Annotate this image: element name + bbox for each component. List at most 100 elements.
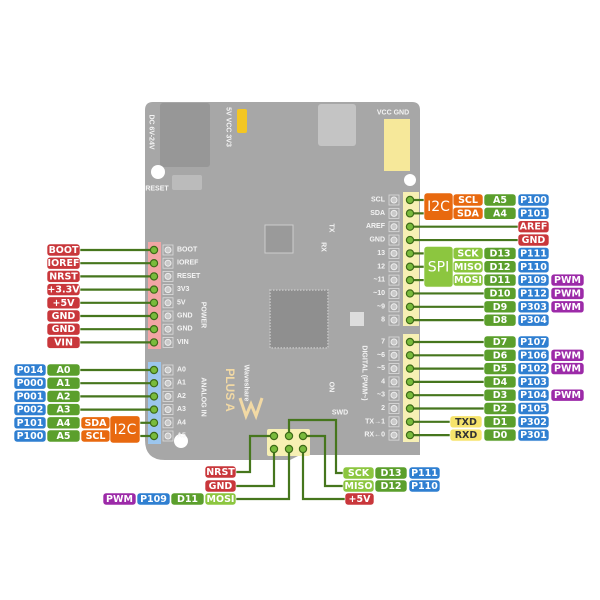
pin-hole — [164, 432, 172, 440]
icsp-pin-dot — [269, 431, 279, 441]
right-pin-dot — [405, 302, 415, 311]
icsp-miso-port-label: P110 — [408, 479, 441, 493]
icsp-gnd-label: GND — [204, 479, 237, 493]
pwm-label: PWM — [550, 348, 585, 362]
bus-group-label: SPI — [423, 246, 454, 288]
arduino-pin-label: A4 — [483, 207, 517, 220]
port-label: P109 — [517, 273, 550, 287]
icsp-mosi-arduino-label-bg — [170, 492, 205, 506]
pin-hole — [164, 392, 172, 400]
arduino-pin-label: A5 — [483, 193, 517, 207]
pin-pad — [162, 257, 174, 269]
arduino-pin-label-text: D5 — [493, 364, 508, 375]
port-label-text: P105 — [520, 404, 547, 415]
arduino-pin-label-text: D3 — [493, 390, 508, 401]
port-label-text: P000 — [17, 378, 44, 389]
icsp-gnd-label-text: GND — [209, 481, 233, 492]
arduino-pin-label-bg — [483, 335, 517, 349]
arduino-pin-label-bg — [483, 273, 517, 287]
icsp-miso-arduino-label: D12 — [374, 479, 408, 493]
port-label: P014 — [13, 363, 47, 377]
pwm-label-bg — [550, 348, 585, 362]
icsp-gnd-label-bg — [204, 479, 237, 493]
pwm-label-bg — [550, 388, 585, 402]
uart-label: TXD — [449, 415, 483, 429]
pin-pad — [388, 194, 400, 206]
on-label: ON — [328, 382, 335, 393]
icsp-miso-port-label-bg — [408, 479, 441, 493]
power-label-bg — [46, 309, 81, 323]
right-pin-dot — [405, 404, 415, 413]
arduino-pin-label: A1 — [46, 376, 81, 390]
port-label: P103 — [517, 375, 550, 389]
digital-pin-silk: ~6 — [377, 352, 385, 359]
port-label-bg — [517, 348, 550, 362]
bus-group-label-bg — [423, 192, 454, 221]
pin-hole — [390, 236, 398, 244]
pin-pad — [388, 336, 400, 348]
icsp-pin-dot — [298, 444, 308, 454]
pin-pad — [162, 297, 174, 309]
icsp-sck-label: SCK — [342, 466, 375, 480]
uart-label-bg — [449, 428, 483, 442]
right-pin-dot — [405, 249, 415, 258]
port-label: P107 — [517, 335, 550, 349]
bus-group-label-bg — [109, 415, 141, 444]
pin-hole — [390, 303, 398, 311]
arduino-pin-label-text: D9 — [493, 302, 508, 313]
icsp-mosi-pwm-label-text: PWM — [106, 494, 133, 505]
port-label-bg — [517, 247, 550, 260]
right-pin-dot — [405, 289, 415, 298]
right-pin-dot — [405, 417, 415, 426]
pin-hole — [164, 406, 172, 414]
arduino-pin-label-text: D6 — [493, 350, 508, 361]
pwm-label-text: PWM — [554, 302, 581, 313]
pin-pad — [162, 336, 174, 348]
power-label-bg — [517, 233, 550, 247]
port-label: P101 — [13, 416, 47, 430]
port-label: P112 — [517, 287, 550, 300]
port-label: P002 — [13, 403, 47, 416]
power-pin-silk: VIN — [177, 339, 189, 346]
icsp-miso-label-text: MISO — [345, 481, 373, 492]
power-label-text: GND — [52, 324, 76, 335]
icsp-5v-label: +5V — [344, 492, 375, 506]
pin-pad — [388, 403, 400, 414]
pin-pad — [162, 364, 174, 376]
digital-pin-silk: 12 — [377, 263, 385, 270]
power-label-bg — [46, 322, 81, 336]
icsp-mosi-arduino-label-text: D11 — [177, 494, 198, 505]
port-label-bg — [517, 335, 550, 349]
port-label-text: P107 — [520, 337, 547, 348]
bus-group-label-text: I2C — [114, 422, 137, 438]
port-label-bg — [517, 375, 550, 389]
arduino-pin-label-text: D7 — [493, 337, 508, 348]
pwm-label-bg — [550, 362, 585, 375]
power-label: GND — [517, 233, 550, 247]
digital-pin-silk: TX→1 — [365, 418, 385, 425]
icsp-sck-label-text: SCK — [348, 468, 370, 479]
port-label-text: P104 — [520, 390, 547, 401]
pwm-label: PWM — [550, 273, 585, 287]
icsp-wire-5v — [301, 449, 345, 501]
left-pin-dot — [149, 259, 159, 268]
pwm-label-text: PWM — [554, 390, 581, 401]
arduino-pin-label-bg — [483, 287, 517, 300]
pin-pad — [162, 404, 174, 416]
arduino-pin-label-text: D1 — [493, 417, 508, 428]
port-label-text: P101 — [520, 208, 547, 219]
pin-pad — [162, 417, 174, 429]
pwm-label-text: PWM — [554, 364, 581, 375]
left-pin-dot — [149, 311, 159, 321]
port-label: P102 — [517, 362, 550, 375]
pin-hole — [164, 379, 172, 387]
power-label-text: +5V — [53, 298, 76, 309]
arduino-pin-label-text: D11 — [489, 275, 510, 286]
pin-hole — [164, 338, 172, 346]
arduino-pin-label-bg — [46, 376, 81, 390]
arduino-pin-label-text: A4 — [493, 208, 507, 219]
pin-pad — [388, 207, 400, 219]
power-label-text: BOOT — [49, 245, 79, 256]
pin-hole — [390, 263, 398, 271]
right-pin-dot — [405, 430, 415, 440]
